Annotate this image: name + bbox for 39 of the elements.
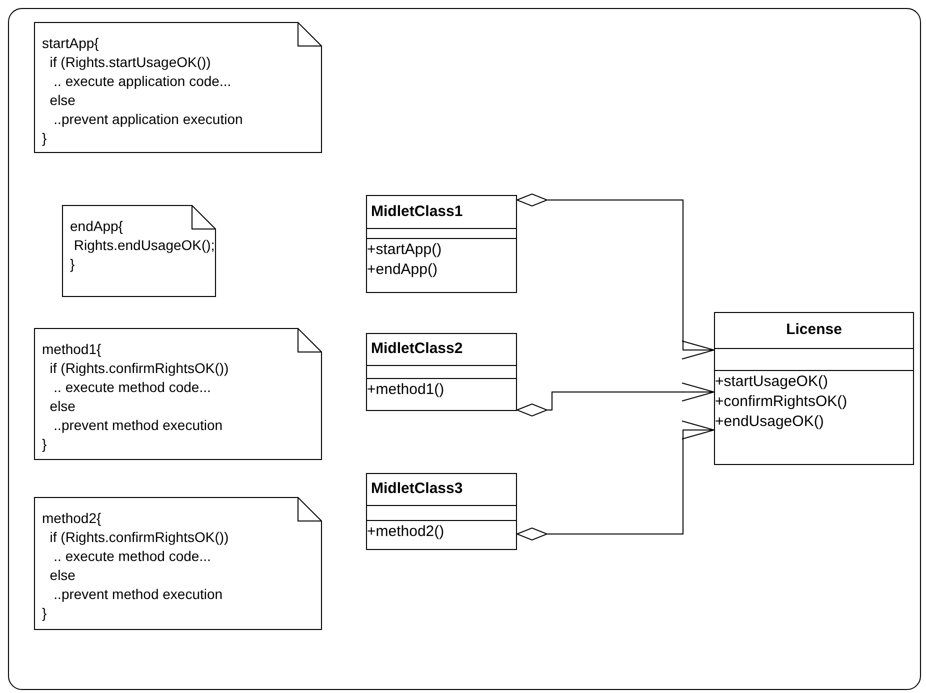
code-line: method2{ <box>42 509 102 528</box>
aggregation-arrow <box>516 194 714 360</box>
class-name: MidletClass1 <box>371 202 463 222</box>
method-name: +endUsageOK() <box>715 412 825 432</box>
class-box <box>366 195 517 293</box>
class-box <box>366 473 517 550</box>
code-line: method1{ <box>42 340 102 359</box>
code-line: } <box>42 129 48 148</box>
method-name: +startUsageOK() <box>715 372 829 392</box>
class-box <box>366 333 517 411</box>
class-box <box>714 312 914 465</box>
code-line: Rights.endUsageOK(); <box>72 236 215 255</box>
code-line: .. execute application code... <box>52 72 232 91</box>
code-line: else <box>48 566 76 585</box>
code-line: } <box>42 435 48 454</box>
method-name: +endApp() <box>367 260 438 280</box>
code-line: if (Rights.confirmRightsOK()) <box>48 359 229 378</box>
aggregation-arrow <box>516 420 714 540</box>
code-line: .. execute method code... <box>52 547 212 566</box>
class-name: License <box>786 320 842 340</box>
code-line: startApp{ <box>42 34 100 53</box>
code-line: ..prevent application execution <box>52 110 243 129</box>
code-line: } <box>70 255 76 274</box>
code-line: else <box>48 91 76 110</box>
code-line: ..prevent method execution <box>52 416 224 435</box>
method-name: +startApp() <box>367 240 443 260</box>
class-name: MidletClass2 <box>371 339 463 360</box>
code-line: } <box>42 604 48 623</box>
method-name: +method1() <box>367 380 446 400</box>
code-line: else <box>48 397 76 416</box>
code-line: if (Rights.startUsageOK()) <box>48 53 212 72</box>
aggregation-arrow <box>516 382 714 416</box>
method-name: +method2() <box>367 522 446 542</box>
class-name: MidletClass3 <box>371 479 463 500</box>
code-line: .. execute method code... <box>52 378 212 397</box>
code-line: endApp{ <box>70 217 124 236</box>
code-line: if (Rights.confirmRightsOK()) <box>48 528 229 547</box>
code-line: ..prevent method execution <box>52 585 224 604</box>
method-name: +confirmRightsOK() <box>715 392 848 412</box>
